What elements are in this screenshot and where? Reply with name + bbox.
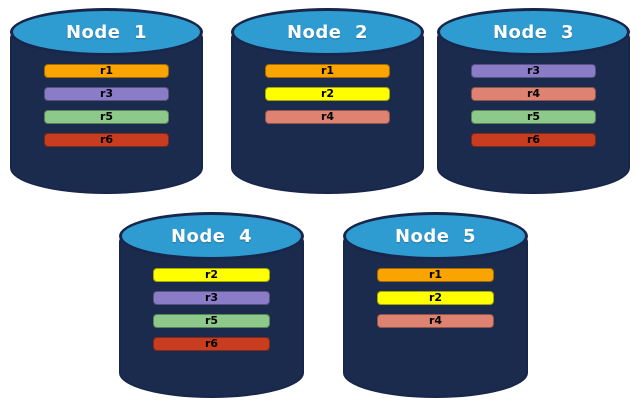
db-node-2: Node 2 r1 r2 r4 xyxy=(231,8,424,194)
replica-bar-r3: r3 xyxy=(471,64,596,78)
replica-label: r4 xyxy=(320,110,335,123)
db-node-4: Node 4 r2 r3 r5 r6 xyxy=(119,212,304,398)
replica-bar-r6: r6 xyxy=(44,133,169,147)
replica-bar-r6: r6 xyxy=(153,337,270,351)
replica-bar-r5: r5 xyxy=(153,314,270,328)
replica-label: r6 xyxy=(204,337,219,350)
replica-label: r6 xyxy=(99,133,114,146)
replica-label: r1 xyxy=(320,64,335,77)
replica-label: r5 xyxy=(526,110,541,123)
replica-bar-r4: r4 xyxy=(471,87,596,101)
replica-bar-r2: r2 xyxy=(265,87,390,101)
node-label: Node 4 xyxy=(170,225,253,247)
db-node-5: Node 5 r1 r2 r4 xyxy=(343,212,528,398)
db-cylinder-top: Node 2 xyxy=(231,8,424,56)
replica-bar-r4: r4 xyxy=(377,314,494,328)
replica-label: r2 xyxy=(204,268,219,281)
replica-label: r4 xyxy=(526,87,541,100)
replica-label: r5 xyxy=(204,314,219,327)
replica-list: r2 r3 r5 r6 xyxy=(153,268,270,351)
replica-bar-r6: r6 xyxy=(471,133,596,147)
replica-bar-r5: r5 xyxy=(44,110,169,124)
replica-bar-r1: r1 xyxy=(265,64,390,78)
replica-bar-r3: r3 xyxy=(153,291,270,305)
db-cylinder-top: Node 3 xyxy=(437,8,630,56)
db-node-3: Node 3 r3 r4 r5 r6 xyxy=(437,8,630,194)
replica-label: r5 xyxy=(99,110,114,123)
replica-bar-r2: r2 xyxy=(153,268,270,282)
replica-label: r3 xyxy=(204,291,219,304)
replica-label: r3 xyxy=(99,87,114,100)
replica-list: r1 r2 r4 xyxy=(265,64,390,124)
replica-bar-r1: r1 xyxy=(44,64,169,78)
replica-list: r1 r3 r5 r6 xyxy=(44,64,169,147)
replica-label: r2 xyxy=(320,87,335,100)
db-cylinder-top: Node 1 xyxy=(10,8,203,56)
db-node-1: Node 1 r1 r3 r5 r6 xyxy=(10,8,203,194)
replica-bar-r3: r3 xyxy=(44,87,169,101)
replica-label: r6 xyxy=(526,133,541,146)
replica-list: r1 r2 r4 xyxy=(377,268,494,328)
replica-bar-r4: r4 xyxy=(265,110,390,124)
replica-bar-r5: r5 xyxy=(471,110,596,124)
replica-bar-r2: r2 xyxy=(377,291,494,305)
node-label: Node 5 xyxy=(394,225,477,247)
db-cylinder-top: Node 4 xyxy=(119,212,304,260)
replica-label: r4 xyxy=(428,314,443,327)
replica-label: r1 xyxy=(99,64,114,77)
replica-label: r3 xyxy=(526,64,541,77)
db-cylinder-top: Node 5 xyxy=(343,212,528,260)
replica-list: r3 r4 r5 r6 xyxy=(471,64,596,147)
replica-label: r2 xyxy=(428,291,443,304)
node-label: Node 3 xyxy=(492,21,575,43)
node-label: Node 1 xyxy=(65,21,148,43)
replica-label: r1 xyxy=(428,268,443,281)
node-label: Node 2 xyxy=(286,21,369,43)
replica-bar-r1: r1 xyxy=(377,268,494,282)
